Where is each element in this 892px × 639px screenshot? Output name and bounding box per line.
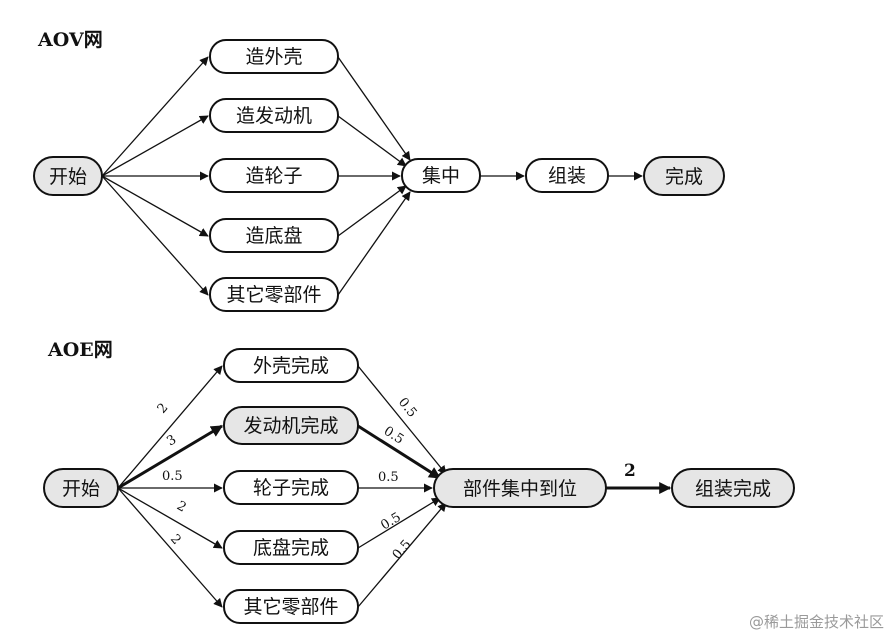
weight-start-chassis: 2	[174, 498, 189, 515]
aoe-edge-start-parts	[117, 487, 223, 608]
svg-text:造底盘: 造底盘	[245, 225, 302, 247]
aoe-node-chassis: 底盘完成	[223, 530, 359, 565]
aoe-node-shell: 外壳完成	[223, 348, 359, 383]
aov-node-engine: 造发动机	[209, 98, 339, 133]
aov-edge-engine-gather	[337, 115, 407, 167]
svg-text:开始: 开始	[49, 166, 87, 188]
aoe-edges	[117, 365, 672, 608]
aov-node-chassis: 造底盘	[209, 218, 339, 253]
weight-start-parts: 2	[167, 532, 184, 548]
svg-text:轮子完成: 轮子完成	[253, 477, 329, 499]
svg-text:其它零部件: 其它零部件	[226, 284, 321, 306]
aoe-node-engine: 发动机完成	[223, 406, 359, 445]
svg-text:造外壳: 造外壳	[245, 46, 302, 68]
aov-edge-shell-gather	[337, 56, 411, 161]
svg-text:完成: 完成	[665, 166, 703, 188]
aoe-edge-start-engine	[117, 424, 224, 490]
svg-text:组装: 组装	[548, 165, 586, 187]
aoe-edge-engine-gather	[357, 424, 442, 480]
weight-gather-done: 2	[624, 461, 636, 481]
aov-edge-start-shell	[101, 56, 209, 177]
aoe-node-parts: 其它零部件	[223, 589, 359, 624]
svg-text:发动机完成: 发动机完成	[243, 415, 338, 437]
weight-wheel-gather: 0.5	[378, 470, 399, 485]
svg-text:外壳完成: 外壳完成	[253, 355, 329, 377]
aov-edge-chassis-gather	[337, 185, 407, 237]
svg-text:开始: 开始	[62, 478, 100, 500]
aov-edge-start-chassis	[101, 175, 209, 237]
svg-text:其它零部件: 其它零部件	[243, 596, 338, 618]
svg-text:集中: 集中	[422, 165, 460, 187]
weight-parts-gather: 0.5	[390, 537, 415, 562]
aov-edge-start-parts	[101, 175, 209, 296]
aov-node-done: 完成	[643, 156, 725, 196]
aoe-node-done: 组装完成	[671, 468, 795, 508]
aoe-edge-chassis-gather	[357, 497, 441, 549]
svg-text:造轮子: 造轮子	[245, 165, 302, 187]
svg-text:底盘完成: 底盘完成	[253, 537, 329, 559]
aov-edges	[101, 56, 643, 296]
svg-text:部件集中到位: 部件集中到位	[463, 478, 577, 500]
svg-text:组装完成: 组装完成	[695, 478, 771, 500]
aov-node-shell: 造外壳	[209, 39, 339, 74]
aov-node-parts: 其它零部件	[209, 277, 339, 312]
aov-node-assemble: 组装	[525, 158, 609, 193]
weight-start-shell: 2	[155, 401, 172, 417]
aoe-node-start: 开始	[43, 468, 119, 508]
aov-edge-parts-gather	[337, 191, 411, 296]
aoe-edge-start-chassis	[117, 487, 223, 549]
aov-title: AOV网	[37, 29, 103, 51]
weight-chassis-gather: 0.5	[378, 510, 403, 534]
weight-start-wheel: 0.5	[162, 469, 183, 484]
aov-node-wheel: 造轮子	[209, 158, 339, 193]
weight-start-engine: 3	[164, 432, 179, 449]
aoe-node-gather: 部件集中到位	[433, 468, 607, 508]
watermark-text: @稀土掘金技术社区	[749, 613, 884, 631]
aoe-edge-shell-gather	[357, 365, 447, 475]
aoe-node-wheel: 轮子完成	[223, 470, 359, 505]
aoe-edge-start-shell	[117, 365, 223, 489]
aov-node-gather: 集中	[401, 158, 481, 193]
aoe-title: AOE网	[47, 339, 113, 361]
aov-edge-start-engine	[101, 115, 209, 177]
aov-node-start: 开始	[33, 156, 103, 196]
svg-text:造发动机: 造发动机	[236, 105, 312, 127]
aoe-edge-parts-gather	[357, 502, 447, 608]
